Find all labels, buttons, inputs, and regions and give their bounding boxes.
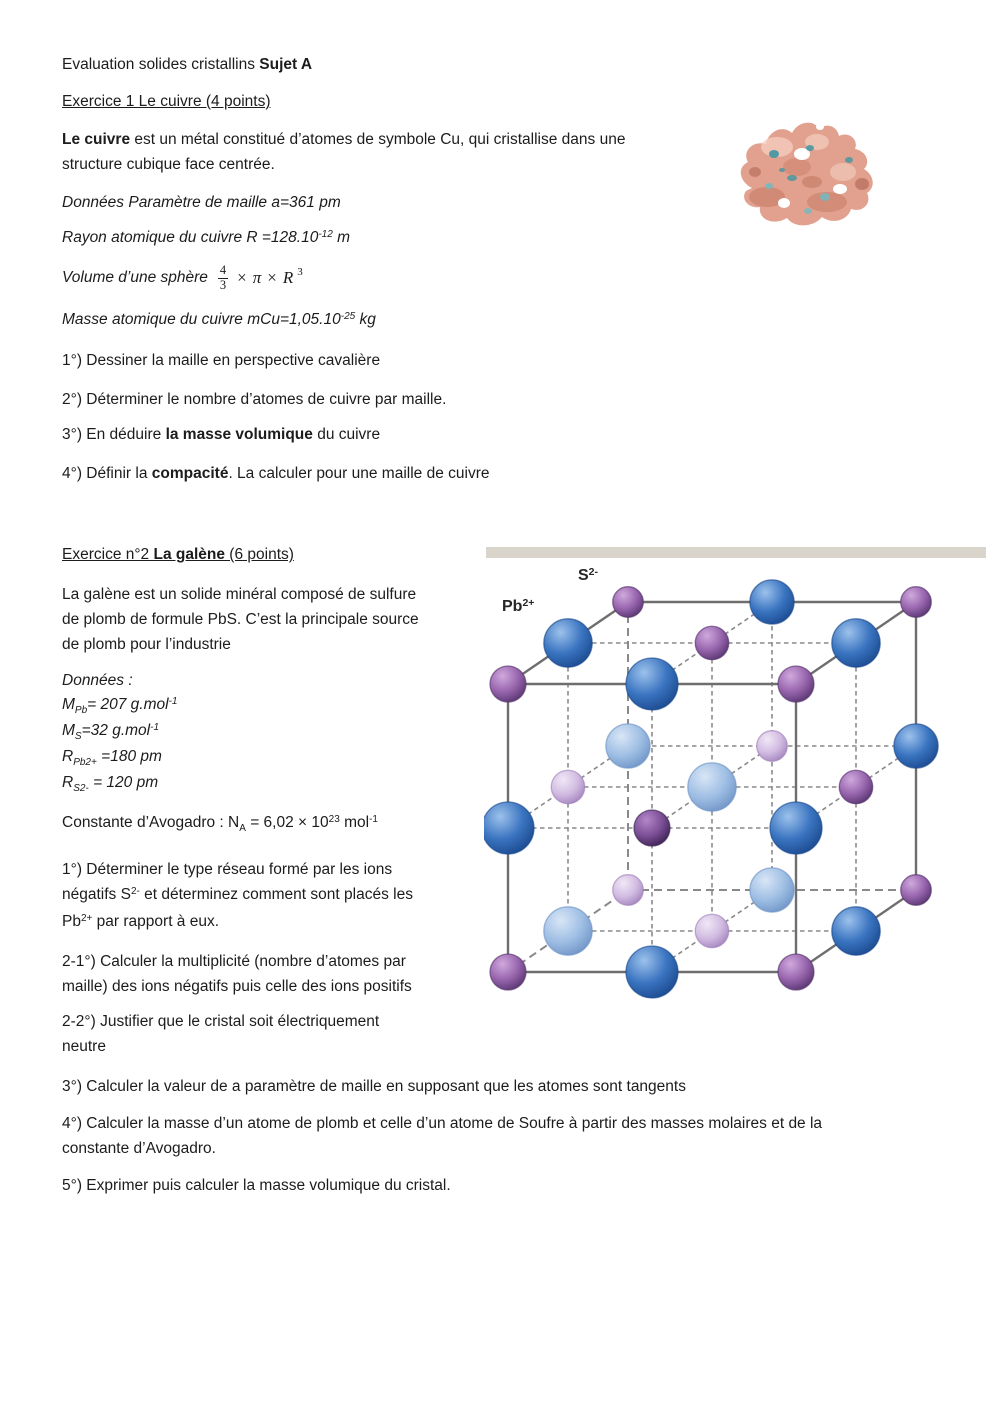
ex1-question-1: 1°) Dessiner la maille en perspective ca… [62,352,381,369]
exercise2-heading: Exercice n°2 La galène (6 points) [62,546,294,563]
page-title: Evaluation solides cristallins Sujet A [62,52,952,77]
sulfide-ion-label: S2- [578,566,599,584]
copper-nugget-image [722,112,892,237]
exercise1-intro: Le cuivre est un métal constitué d’atome… [62,131,626,173]
lead-ion-label: Pb2+ [502,597,535,615]
ex1-data-mass: Masse atomique du cuivre mCu=1,05.10-25 … [62,310,376,329]
ex1-data-radius: Rayon atomique du cuivre R =128.10-12 m [62,228,351,247]
exercise2-intro: La galène est un solide minéral composé … [62,586,419,653]
ex2-data-block: Données : MPb= 207 g.mol-1 MS=32 g.mol-1… [62,669,952,797]
ex1-question-2: 2°) Déterminer le nombre d’atomes de cui… [62,391,447,408]
ex1-data-lattice: Données Paramètre de maille a=361 pm [62,194,341,211]
exercise1-heading: Exercice 1 Le cuivre (4 points) [62,93,271,110]
ex2-question-2-1: 2-1°) Calculer la multiplicité (nombre d… [62,953,412,995]
ex2-molar-mass-s: MS=32 g.mol-1 [62,721,160,742]
ex2-question-1: 1°) Déterminer le type réseau formé par … [62,861,413,930]
crystal-structure-diagram: S2- Pb2+ [484,542,993,1012]
ex2-question-3: 3°) Calculer la valeur de a paramètre de… [62,1078,686,1095]
document-body: Evaluation solides cristallins Sujet A E… [62,52,952,1198]
ex1-question-3: 3°) En déduire la masse volumique du cui… [62,426,381,443]
ex2-question-4: 4°) Calculer la masse d’un atome de plom… [62,1115,823,1157]
ex2-radius-s: RS2- = 120 pm [62,774,159,794]
ex2-question-5: 5°) Exprimer puis calculer la masse volu… [62,1177,451,1194]
page-title-text: Evaluation solides cristallins [62,56,260,73]
ex2-avogadro-constant: Constante d’Avogadro : NA = 6,02 × 1023 … [62,813,378,834]
ex2-molar-mass-pb: MPb= 207 g.mol-1 [62,695,178,716]
ex2-data-label: Données : [62,672,133,689]
ex1-question-4: 4°) Définir la compacité. La calculer po… [62,465,490,482]
ex2-question-2-2: 2-2°) Justifier que le cristal soit élec… [62,1013,380,1055]
ex2-radius-pb: RPb2+ =180 pm [62,748,162,768]
page-title-subject: Sujet A [259,56,313,73]
